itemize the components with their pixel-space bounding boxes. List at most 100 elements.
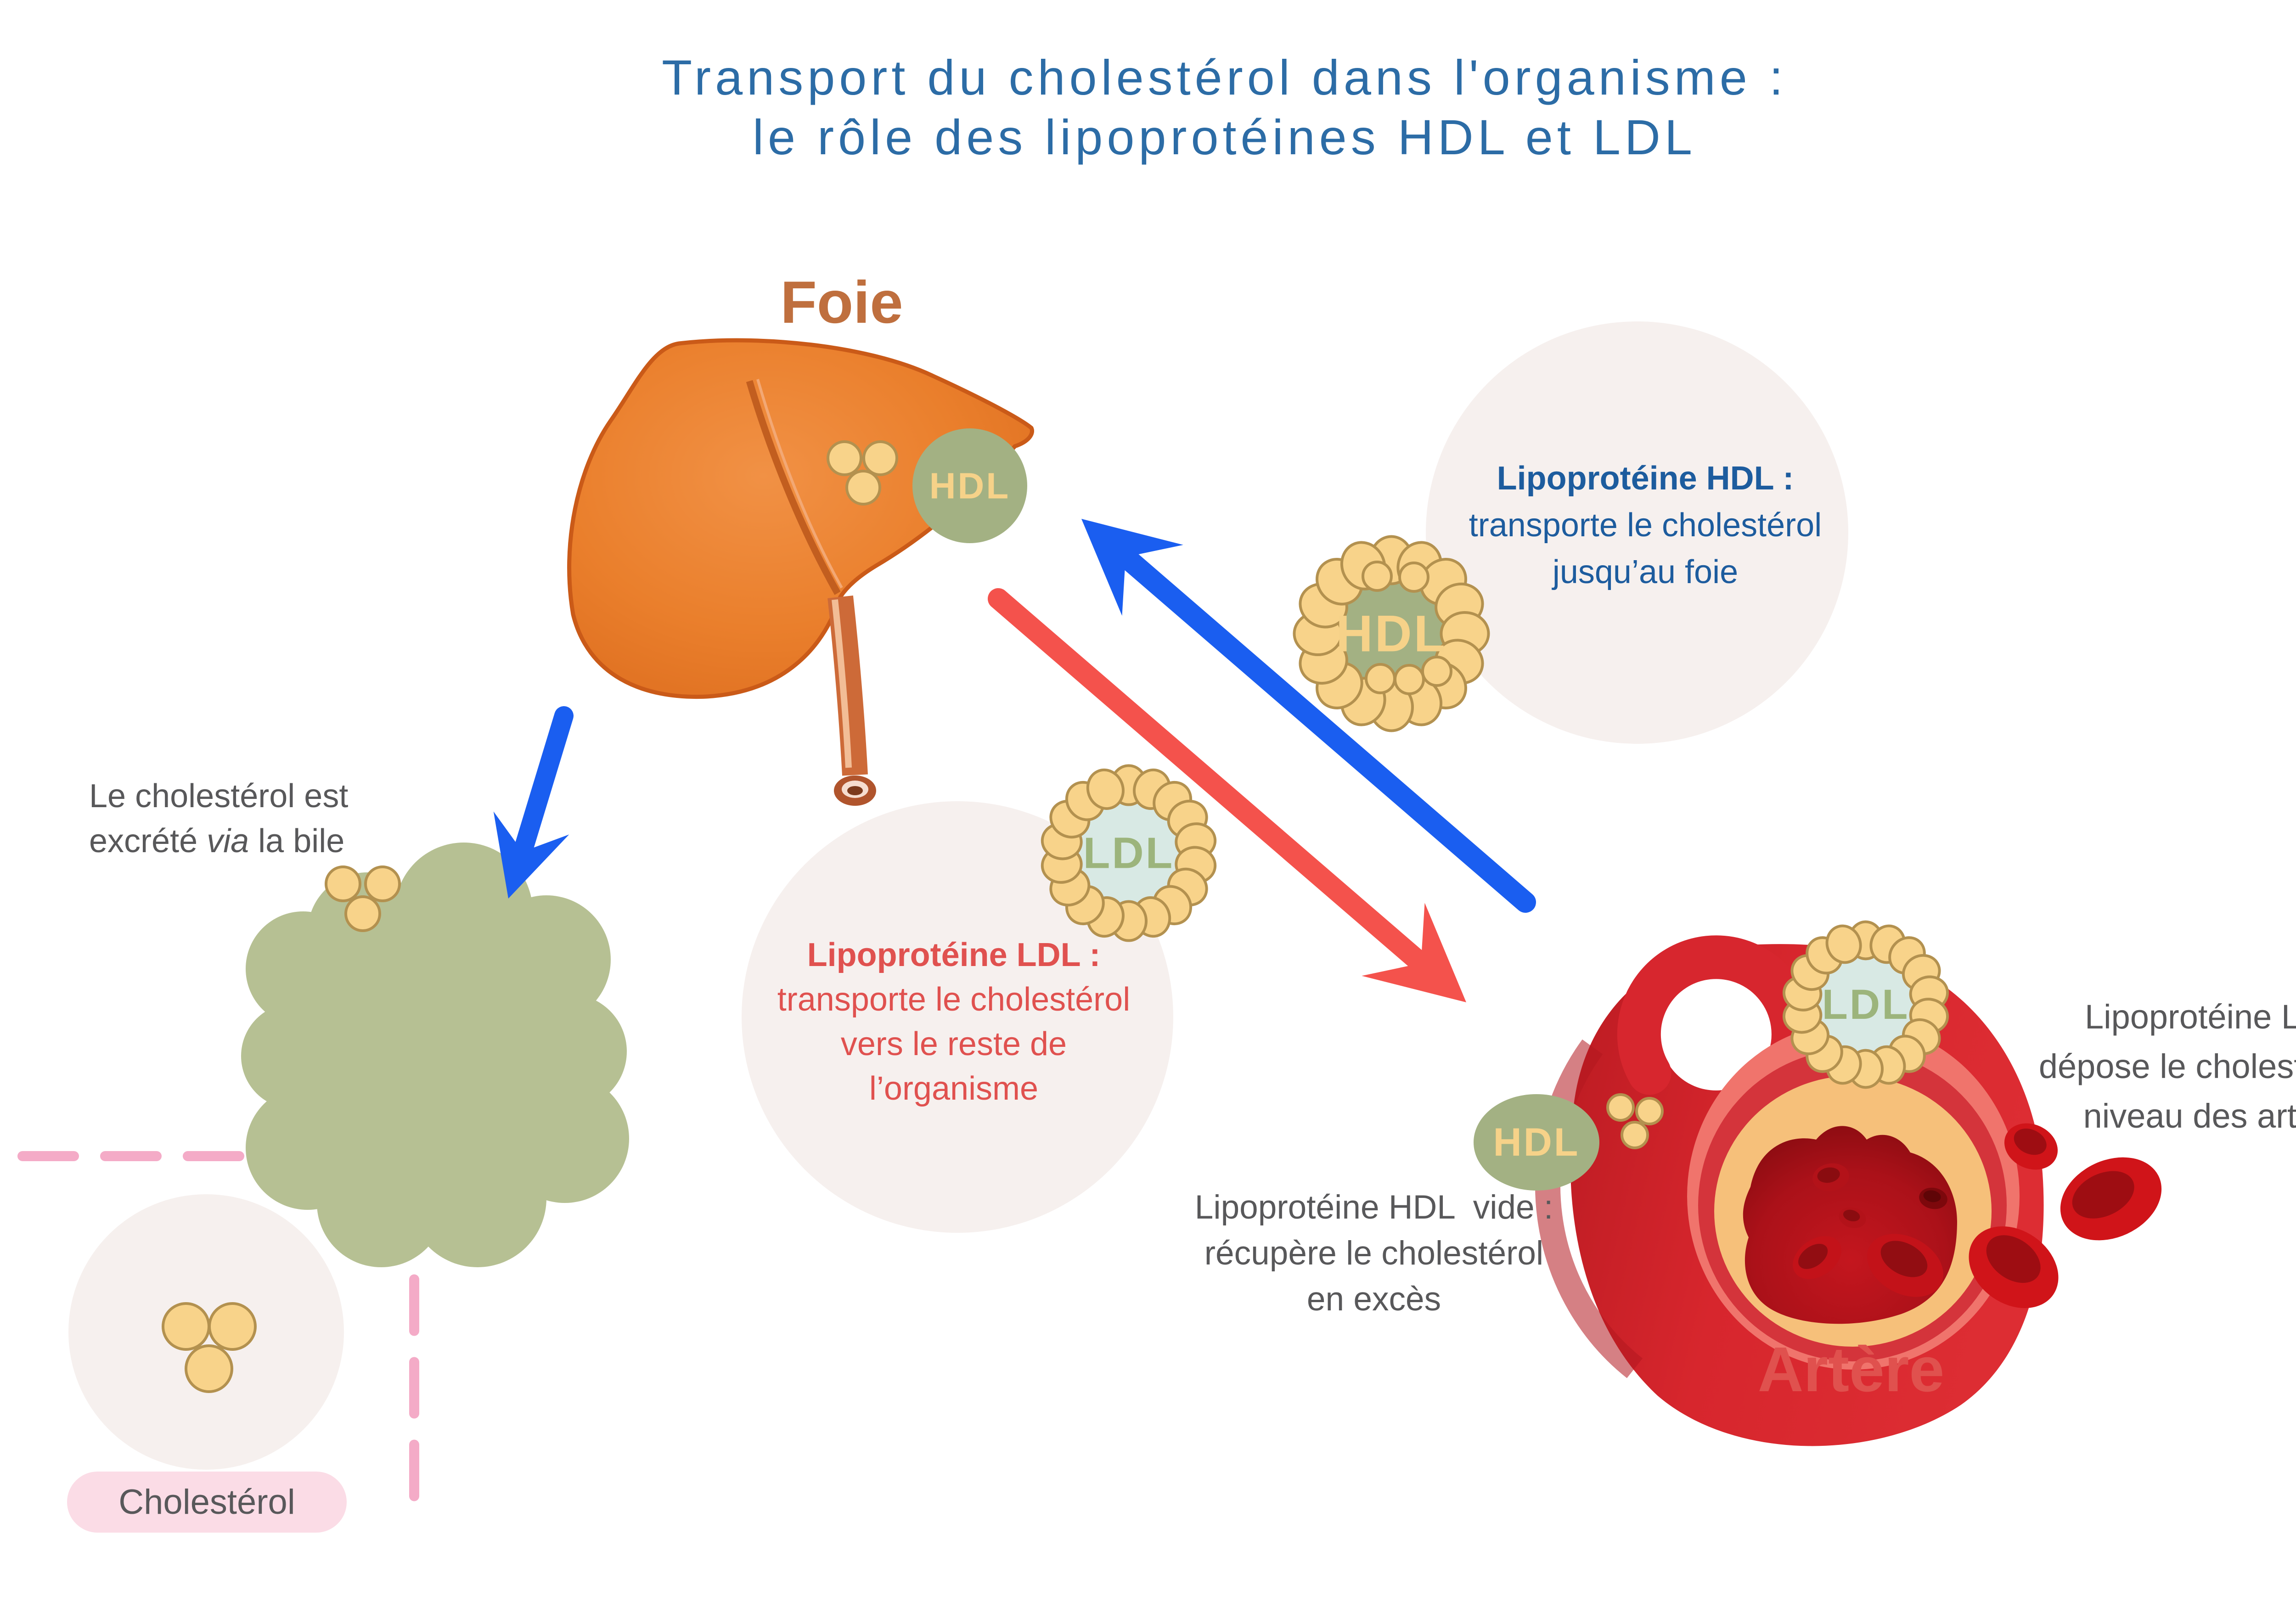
legend-label-pill: Cholestérol [67, 1472, 347, 1533]
halo-circle [1426, 321, 1848, 744]
bile-blob [241, 843, 629, 1267]
cholesterol-dot [325, 865, 361, 902]
blob-lobe [482, 895, 611, 1024]
liver-label: Foie [780, 269, 903, 336]
cholesterol-dots [162, 440, 1664, 1393]
blob-lobe [246, 911, 360, 1026]
bile-excretion-note: Le cholestérol est excrété via la bile [89, 774, 484, 864]
red-blood-cell [1793, 1236, 1841, 1279]
bile-line2-via: via [207, 823, 249, 860]
arrow-head [1081, 519, 1183, 616]
background-halo-circles [68, 321, 1848, 1470]
arrow-ldl-to-artery [988, 588, 1466, 1002]
hdl-empty: HDL [1474, 1094, 1599, 1191]
arrow-liver-to-bile [493, 706, 574, 899]
artery-illustration [1535, 935, 2044, 1446]
liver-vessel [827, 595, 868, 776]
artery-left-shadow [1535, 1039, 1643, 1378]
arrow-shaft [511, 706, 574, 867]
arrow-shaft [988, 588, 1437, 978]
cholesterol-dot [1362, 561, 1393, 592]
cholesterol-dot [1421, 656, 1452, 687]
artery-particles: LDL HDL HDL [912, 428, 1949, 1191]
hdl-empty-line1: Lipoprotéine HDL vide : [1194, 1189, 1553, 1226]
cholesterol-dot [185, 1344, 233, 1393]
hdl-empty-line3: en excès [1306, 1281, 1441, 1318]
arrow-hdl-to-liver [1081, 519, 1536, 913]
hdl-on-liver: HDL [912, 428, 1027, 543]
title-line-1: Transport du cholestérol dans l'organism… [662, 50, 1787, 105]
blood-cells-inside [1793, 1163, 1947, 1297]
bile-note-line2: excrété via la bile [89, 819, 484, 864]
hdl-note-heading: Lipoprotéine HDL : [1497, 460, 1794, 497]
cholesterol-dot [1635, 1097, 1664, 1125]
hdl-lipoprotein-label: HDL [1336, 605, 1447, 663]
red-blood-cell [1867, 1234, 1943, 1297]
liver-crease-highlight [756, 379, 843, 589]
ldl-note-body3: l’organisme [869, 1070, 1039, 1107]
halo-circle [742, 801, 1173, 1233]
ball-core [912, 428, 1027, 543]
liver-crease [746, 380, 841, 595]
hdl-lipoprotein: HDL [1293, 535, 1490, 732]
vessel-opening-hole [847, 786, 863, 795]
arrow-shaft [1110, 542, 1536, 913]
cholesterol-dot [1621, 1121, 1649, 1149]
ldl-deposit-note: Lipoprotéine LDL : dépose le cholestérol… [1993, 992, 2296, 1141]
title-line-2: le rôle des lipoprotéines HDL et LDL [753, 109, 1696, 165]
red-blood-cell [1969, 1226, 2059, 1309]
hdl-note-body1: transporte le cholestérol [1469, 507, 1822, 544]
cholesterol-dot [1394, 664, 1425, 695]
red-blood-cell [1839, 1207, 1866, 1228]
hdl-empty-label: HDL [1493, 1120, 1580, 1164]
flow-arrows [493, 519, 1536, 1002]
hdl-on-liver-label: HDL [929, 466, 1010, 506]
ldl-note-heading: Lipoprotéine LDL : [807, 937, 1101, 973]
cholesterol-dot [1365, 663, 1396, 694]
blob-lobe [241, 1003, 347, 1109]
hdl-transport-note: Lipoprotéine HDL : transporte le cholest… [1393, 455, 1898, 596]
cholesterol-dot [827, 440, 862, 476]
cholesterol-dot [1606, 1093, 1635, 1122]
lipoprotein-particles: HDL LDL [1041, 535, 1490, 942]
phospholipid-bump [1086, 768, 1125, 810]
hdl-empty-note: Lipoprotéine HDL vide : récupère le chol… [1144, 1185, 1604, 1322]
cholesterol-dot [162, 1302, 210, 1351]
cholesterol-dot [344, 895, 381, 932]
hdl-empty-line2: récupère le cholestérol [1204, 1235, 1544, 1272]
ldl-note-body2: vers le reste de [840, 1026, 1067, 1062]
ldl-lipoprotein-artery-label: LDL [1822, 981, 1910, 1028]
ldl-deposit-line3: niveau des artères [2083, 1097, 2296, 1135]
blob-lobe [409, 1129, 546, 1267]
ldl-deposit-line2: dépose le cholestérol au [2038, 1047, 2296, 1085]
cholesterol-dot [862, 440, 898, 476]
ldl-lipoprotein-label: LDL [1083, 829, 1175, 878]
bile-line2-post: la bile [249, 823, 345, 860]
ldl-lipoprotein: LDL [1041, 764, 1217, 942]
cholesterol-dot [208, 1302, 257, 1351]
ldl-transport-note: Lipoprotéine LDL : transporte le cholest… [701, 933, 1206, 1111]
red-blood-cell [1812, 1163, 1849, 1191]
blob-lobe [246, 1086, 370, 1210]
arrow-head [493, 811, 569, 899]
arrow-head [1362, 903, 1466, 1002]
artery-label: Artère [1757, 1334, 1945, 1405]
cholesterol-dot [364, 865, 401, 902]
liver-illustration [567, 338, 1034, 806]
phospholipid-bump [1825, 924, 1862, 964]
hdl-note-body2: jusqu’au foie [1552, 554, 1739, 590]
cholesterol-dot [845, 470, 881, 506]
bile-line2-pre: excrété [89, 823, 207, 860]
cholesterol-dot [1398, 562, 1429, 593]
blood-cells-outside [1969, 1123, 2162, 1309]
red-blood-cell [1919, 1187, 1947, 1209]
liver-vessel-highlight [832, 599, 852, 768]
bile-note-line1: Le cholestérol est [89, 778, 349, 815]
ldl-deposit-line1: Lipoprotéine LDL : [2084, 998, 2296, 1036]
ball-core [1474, 1094, 1599, 1191]
red-blood-cell [2060, 1157, 2162, 1241]
ldl-note-body1: transporte le cholestérol [777, 981, 1131, 1018]
red-blood-cell [2004, 1123, 2058, 1170]
